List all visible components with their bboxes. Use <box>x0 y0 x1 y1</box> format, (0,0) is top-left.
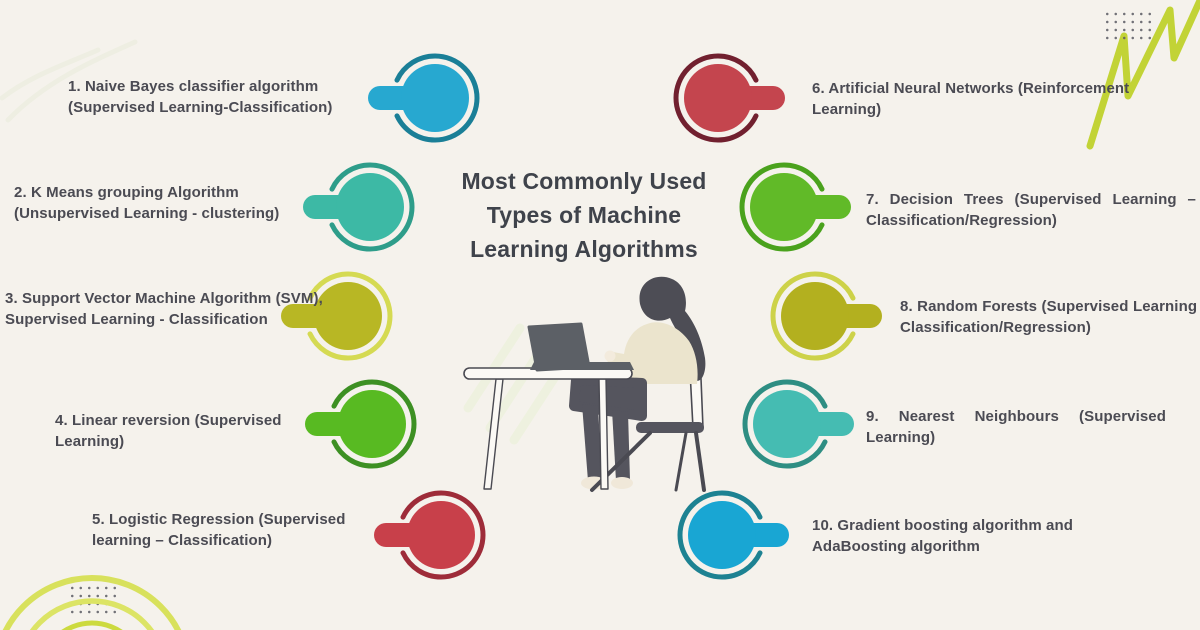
algorithm-label: 3. Support Vector Machine Algorithm (SVM… <box>5 288 323 330</box>
label-line: Classification/Regression) <box>866 212 1057 229</box>
algorithm-label: 2. K Means grouping Algorithm (Unsupervi… <box>14 182 280 224</box>
label-line: 5. Logistic Regression (Supervised <box>92 511 346 528</box>
dot-grid-decoration <box>1103 10 1151 42</box>
label-line: Learning) <box>866 429 936 446</box>
title-line: Most Commonly Used <box>461 168 707 194</box>
label-line: Classification/Regression) <box>900 319 1091 336</box>
label-line: 4. Linear reversion (Supervised <box>55 412 282 429</box>
person-at-laptop-illustration <box>463 276 706 492</box>
circle-marker-icon <box>281 269 393 363</box>
label-line: 10. Gradient boosting algorithm and <box>812 517 1074 534</box>
label-line: Learning) <box>55 433 125 450</box>
algorithm-label: 9. Nearest Neighbours (Supervised Learni… <box>866 406 1166 448</box>
label-line: 9. Nearest Neighbours (Supervised <box>866 408 1166 425</box>
page-title: Most Commonly Used Types of Machine Lear… <box>438 164 730 266</box>
circle-marker-icon <box>739 160 851 254</box>
spiral-decoration <box>2 575 182 630</box>
circle-marker-icon <box>770 269 882 363</box>
label-line: 2. K Means grouping Algorithm <box>14 184 239 201</box>
algorithm-label: 10. Gradient boosting algorithm and AdaB… <box>812 515 1102 557</box>
zigzag-scribble-decoration <box>1086 0 1200 150</box>
title-line: Types of Machine <box>486 202 682 228</box>
algorithm-label: 4. Linear reversion (Supervised Learning… <box>55 410 300 452</box>
label-line: Supervised Learning - Classification <box>5 311 268 328</box>
faint-scribble-decoration <box>0 39 138 123</box>
label-line: 3. Support Vector Machine Algorithm (SVM… <box>5 290 323 307</box>
label-line: 8. Random Forests (Supervised Learning – <box>900 298 1200 315</box>
circle-marker-icon <box>305 377 417 471</box>
circle-marker-icon <box>742 377 854 471</box>
algorithm-label: 7. Decision Trees (Supervised Learning –… <box>866 189 1196 231</box>
label-line: AdaBoosting algorithm <box>812 538 980 555</box>
algorithm-label: 5. Logistic Regression (Supervised learn… <box>92 509 360 551</box>
title-line: Learning Algorithms <box>470 236 698 262</box>
label-line: 7. Decision Trees (Supervised Learning – <box>866 191 1196 208</box>
label-line: learning – Classification) <box>92 532 273 549</box>
label-line: (Unsupervised Learning - clustering) <box>14 205 280 222</box>
algorithm-label: 8. Random Forests (Supervised Learning –… <box>900 296 1200 338</box>
circle-marker-icon <box>368 51 480 145</box>
circle-marker-icon <box>303 160 415 254</box>
circle-marker-icon <box>673 51 785 145</box>
